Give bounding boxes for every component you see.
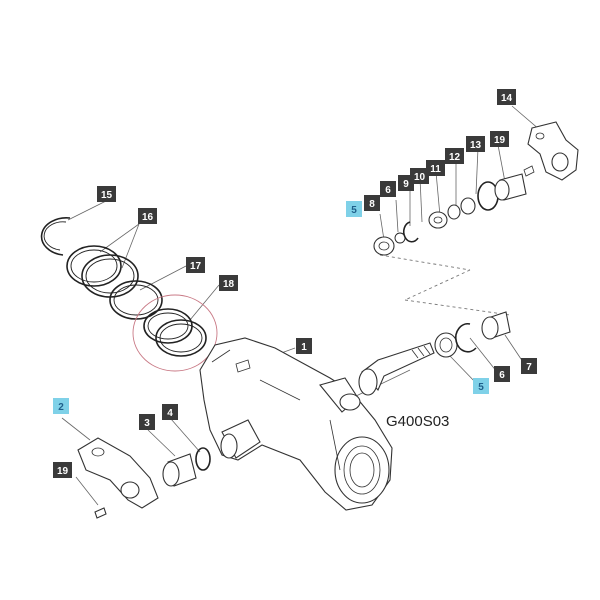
callout-label: 9 — [403, 179, 409, 190]
callout-label: 5 — [351, 205, 357, 216]
diagram-code: G400S03 — [386, 413, 449, 430]
callout-box — [490, 131, 509, 147]
callout-label: 11 — [430, 164, 441, 175]
rings-18 — [132, 294, 218, 372]
callout-c14: 14 — [497, 89, 516, 105]
callout-label: 10 — [414, 172, 426, 183]
callout-c13: 13 — [466, 136, 485, 152]
callout-box — [186, 257, 205, 273]
axle-housing — [199, 337, 393, 511]
callout-box — [497, 89, 516, 105]
callout-label: 17 — [190, 261, 202, 272]
callout-c2: 2 — [53, 398, 69, 414]
callout-label: 2 — [58, 402, 64, 413]
callout-label: 14 — [501, 93, 513, 104]
callout-label: 6 — [385, 185, 391, 196]
callout-label: 13 — [470, 140, 482, 151]
callout-c19b: 19 — [53, 462, 72, 478]
callout-label: 19 — [494, 135, 506, 146]
callout-box — [139, 414, 155, 430]
callout-box — [219, 275, 238, 291]
arm-2 — [77, 437, 159, 509]
callout-box — [426, 160, 445, 176]
o-ring-4 — [195, 447, 211, 471]
callout-c8: 8 — [364, 195, 380, 211]
callout-label: 8 — [369, 199, 375, 210]
callout-label: 18 — [223, 279, 235, 290]
callout-box — [97, 186, 116, 202]
bushing-3 — [162, 453, 197, 487]
snap-ring-15 — [40, 217, 71, 256]
callout-box — [138, 208, 157, 224]
callout-label: 7 — [526, 362, 532, 373]
callout-label: 4 — [167, 408, 173, 419]
callout-c11: 11 — [426, 160, 445, 176]
callout-box — [364, 195, 380, 211]
callout-box — [162, 404, 178, 420]
callout-label: 12 — [449, 152, 461, 163]
callout-c16: 16 — [138, 208, 157, 224]
callout-c17: 17 — [186, 257, 205, 273]
callout-box — [53, 462, 72, 478]
callout-label: 16 — [142, 212, 154, 223]
bushing-7 — [481, 311, 511, 340]
upper-chain-parts — [373, 121, 579, 256]
callout-c7: 7 — [521, 358, 537, 374]
callout-box — [410, 168, 429, 184]
callout-box — [296, 338, 312, 354]
callout-c18: 18 — [219, 275, 238, 291]
callout-label: 3 — [144, 418, 150, 429]
callout-label: 1 — [301, 342, 307, 353]
callout-box — [494, 366, 510, 382]
spindle-shaft — [358, 342, 435, 396]
callout-c12: 12 — [445, 148, 464, 164]
callout-box — [445, 148, 464, 164]
callout-c19a: 19 — [490, 131, 509, 147]
callout-label: 19 — [57, 466, 69, 477]
callout-label: 5 — [478, 382, 484, 393]
callout-box — [521, 358, 537, 374]
callout-c5b: 5 — [473, 378, 489, 394]
callout-c15: 15 — [97, 186, 116, 202]
callout-box — [473, 378, 489, 394]
snap-ring-6-lower — [455, 322, 477, 353]
callout-label: 15 — [101, 190, 113, 201]
callout-c10: 10 — [410, 168, 429, 184]
callout-c1: 1 — [296, 338, 312, 354]
callout-c4: 4 — [162, 404, 178, 420]
callout-box — [53, 398, 69, 414]
bearing-5-lower — [434, 332, 458, 358]
callout-box — [346, 201, 362, 217]
callout-c6b: 6 — [494, 366, 510, 382]
callout-c3: 3 — [139, 414, 155, 430]
callout-label: 6 — [499, 370, 505, 381]
callout-box — [380, 181, 396, 197]
callout-c6a: 6 — [380, 181, 396, 197]
leader-lines — [61, 105, 541, 506]
callout-c5a: 5 — [346, 201, 362, 217]
pin-19-lower — [94, 507, 107, 519]
callout-box — [466, 136, 485, 152]
